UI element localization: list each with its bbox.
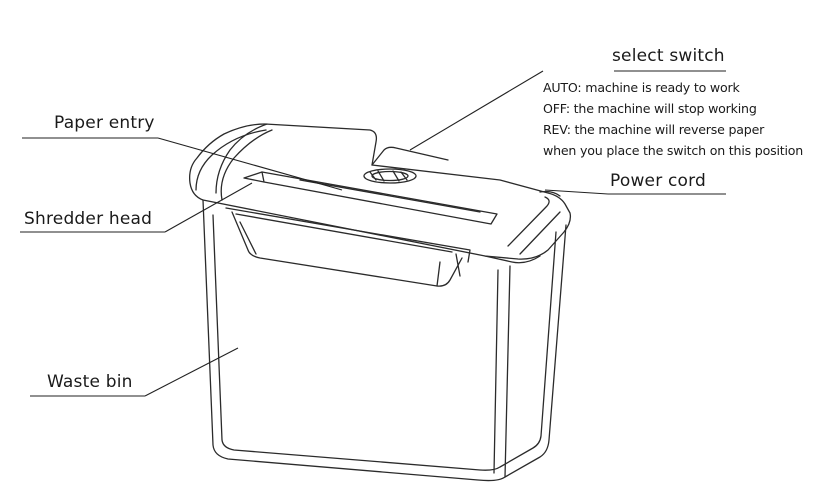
shredder-head-label: Shredder head — [24, 209, 153, 229]
switch-note-auto: AUTO: machine is ready to work — [543, 80, 740, 95]
waste-bin-leader — [144, 347, 239, 397]
shredder-head-lid — [189, 123, 572, 264]
power-cord-leader — [544, 189, 609, 195]
front-panel — [225, 207, 471, 287]
waste-bin-label: Waste bin — [47, 372, 133, 392]
switch-note-rev: REV: the machine will reverse paper — [543, 122, 765, 137]
paper-entry-label: Paper entry — [54, 113, 155, 133]
power-cord-label: Power cord — [610, 171, 707, 191]
paper-entry-leader — [157, 137, 343, 191]
waste-bin-body — [202, 199, 567, 482]
select-switch-label: select switch — [612, 46, 725, 66]
switch-note-position: when you place the switch on this positi… — [543, 143, 804, 158]
paper-slot — [243, 171, 498, 225]
select-switch-leader — [409, 70, 544, 151]
select-switch-drawing — [363, 168, 417, 184]
switch-note-off: OFF: the machine will stop working — [543, 101, 757, 116]
power-cord-drawing — [539, 190, 561, 197]
shredder-head-leader — [164, 182, 253, 233]
